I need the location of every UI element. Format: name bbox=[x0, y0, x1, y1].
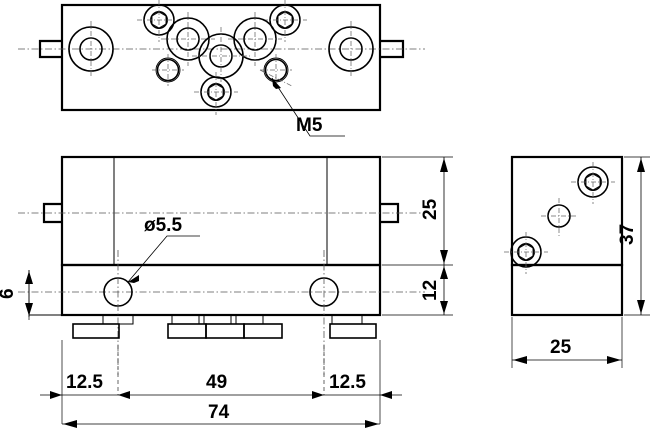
top-view-screw-hex-bottom-center bbox=[194, 72, 238, 115]
side-view-hole-mid bbox=[541, 198, 578, 236]
top-view: M5 bbox=[18, 0, 425, 137]
dimension-side-25-label: 25 bbox=[550, 337, 572, 358]
top-view-screw-hex-upper-right bbox=[263, 0, 307, 42]
top-view-screw-hex-upper-left bbox=[137, 0, 181, 42]
front-view-fitting-center-group bbox=[167, 314, 283, 339]
diameter-callout: ø5.5 bbox=[127, 215, 200, 283]
side-view-screw-hex-top-right bbox=[571, 162, 615, 204]
dimension-25-label: 25 bbox=[420, 198, 441, 220]
front-view-fitting-right bbox=[329, 314, 377, 339]
dimension-group-front-left: 6 bbox=[0, 270, 62, 320]
dimension-group-front-vertical: 25 12 bbox=[382, 156, 453, 316]
top-view-left-port-stub bbox=[38, 39, 62, 59]
front-view-left-port-stub bbox=[42, 202, 62, 224]
front-view-lower-body bbox=[60, 263, 382, 317]
top-view-port-left bbox=[68, 21, 114, 77]
side-view-screw-hex-bottom-left bbox=[504, 232, 548, 274]
dimension-37-label: 37 bbox=[617, 224, 638, 245]
dimension-74-label: 74 bbox=[208, 402, 230, 423]
front-view: ø5.5 bbox=[18, 155, 425, 375]
front-view-mounting-hole-right bbox=[309, 250, 339, 375]
side-view bbox=[504, 155, 624, 317]
dimension-12-label: 12 bbox=[420, 280, 441, 301]
top-view-hole-m5-left bbox=[152, 54, 184, 86]
dimension-group-bottom: 12.5 49 12.5 74 bbox=[40, 340, 402, 428]
top-view-port-right bbox=[328, 21, 374, 77]
top-view-body-outline bbox=[60, 3, 382, 112]
top-view-hole-m5-right bbox=[259, 54, 293, 87]
m5-callout: M5 bbox=[271, 77, 345, 137]
front-view-fitting-left bbox=[72, 314, 134, 339]
dimension-49-label: 49 bbox=[206, 372, 227, 393]
side-view-lower-body bbox=[510, 263, 624, 317]
dimension-6-label: 6 bbox=[0, 288, 18, 299]
diameter-callout-label: ø5.5 bbox=[144, 215, 182, 236]
dimension-12-5-left-label: 12.5 bbox=[66, 372, 103, 393]
m5-callout-label: M5 bbox=[296, 115, 323, 136]
front-view-mounting-hole-left bbox=[103, 250, 133, 375]
dimension-group-side: 37 25 bbox=[511, 156, 650, 368]
dimension-12-5-right-label: 12.5 bbox=[329, 372, 366, 393]
front-view-upper-body bbox=[60, 155, 382, 267]
